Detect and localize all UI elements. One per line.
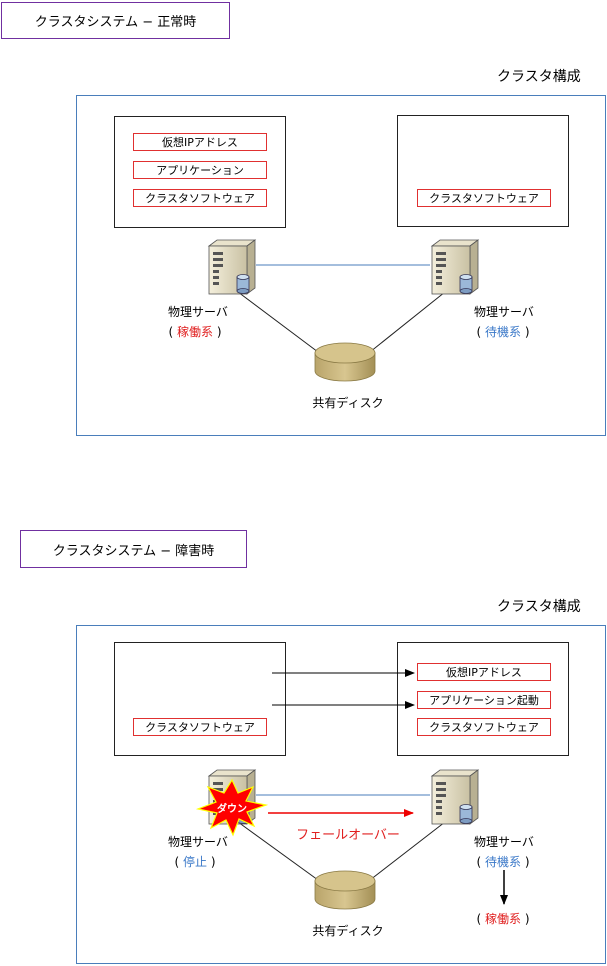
normal-left-server-icon	[208, 239, 256, 295]
failure-right-server-status: ( 待機系 )	[476, 855, 530, 869]
status-active: 稼働系	[484, 912, 521, 926]
status-standby: 待機系	[484, 325, 521, 339]
failure-right-server-label: 物理サーバ	[474, 835, 534, 849]
failure-disk-label: 共有ディスク	[312, 924, 384, 938]
failure-left-disk-line	[237, 821, 319, 881]
normal-left-tag-vip: 仮想IPアドレス	[133, 133, 267, 151]
down-badge: ダウン	[217, 802, 247, 815]
failure-right-server-new-status: ( 稼働系 )	[476, 912, 530, 926]
failure-right-server-icon	[431, 769, 479, 825]
normal-left-tag-clustersw: クラスタソフトウェア	[133, 189, 267, 207]
normal-right-server-status: ( 待機系 )	[476, 325, 530, 339]
failure-right-tag-clustersw: クラスタソフトウェア	[417, 718, 551, 736]
status-standby: 待機系	[484, 855, 521, 869]
down-burst-icon	[195, 778, 269, 837]
normal-left-server-label: 物理サーバ	[168, 305, 228, 319]
normal-right-disk-line	[369, 291, 446, 353]
failure-left-node	[114, 642, 286, 756]
failure-right-tag-vip: 仮想IPアドレス	[417, 663, 551, 681]
failover-label: フェールオーバー	[296, 828, 400, 843]
failure-frame-label: クラスタ構成	[497, 599, 581, 615]
normal-title: クラスタシステム − 正常時	[1, 2, 230, 39]
failure-right-tag-app-start: アプリケーション起動	[417, 691, 551, 709]
status-active: 稼働系	[176, 325, 213, 339]
failure-left-tag-clustersw: クラスタソフトウェア	[133, 718, 267, 736]
normal-left-server-status: ( 稼働系 )	[168, 325, 222, 339]
failure-left-server-status: ( 停止 )	[174, 855, 216, 869]
normal-left-tag-app: アプリケーション	[133, 161, 267, 179]
normal-right-tag-clustersw: クラスタソフトウェア	[417, 189, 551, 207]
normal-right-node	[397, 115, 569, 227]
failure-left-server-label: 物理サーバ	[168, 835, 228, 849]
normal-disk-icon	[314, 342, 376, 382]
normal-frame-label: クラスタ構成	[497, 69, 581, 85]
normal-disk-label: 共有ディスク	[312, 396, 384, 410]
failure-title: クラスタシステム − 障害時	[20, 530, 247, 568]
normal-left-disk-line	[237, 291, 319, 353]
normal-right-server-label: 物理サーバ	[474, 305, 534, 319]
failure-disk-icon	[314, 870, 376, 910]
status-stopped: 停止	[182, 855, 207, 869]
failure-right-disk-line	[369, 821, 446, 881]
normal-right-server-icon	[431, 239, 479, 295]
